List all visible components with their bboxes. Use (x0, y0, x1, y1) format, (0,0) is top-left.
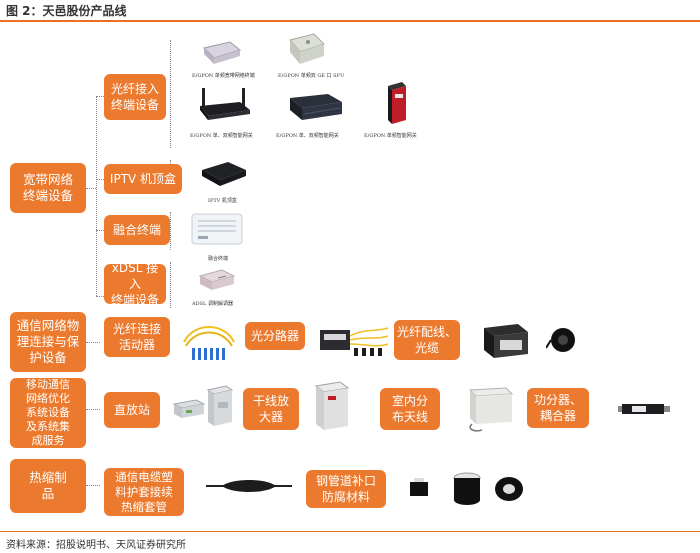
caption-gateway-1: E/GPON 单、双频智能网关 (190, 132, 253, 139)
fusion-terminal-image (188, 210, 246, 250)
gateway-dualband-image-1 (196, 84, 252, 126)
connector (170, 212, 171, 250)
category-mobile-optimization: 移动通信 网络优化 系统设备 及系统集 成服务 (10, 378, 86, 448)
repeater-cabinet-image (204, 384, 236, 428)
sub-steel-pipe-coating: 钢管道补口 防腐材料 (306, 470, 386, 508)
anticorrosion-tape-image (492, 474, 526, 504)
bottom-rule (0, 531, 700, 532)
connector (86, 342, 100, 343)
adsl-modem-image (196, 264, 238, 296)
connector (96, 96, 104, 97)
connector (86, 409, 100, 410)
caption-iptv: IPTV 机顶盒 (208, 197, 237, 204)
connector (86, 188, 96, 189)
sub-fiber-wiring: 光纤配线、 光缆 (394, 320, 460, 360)
power-divider-image (618, 396, 674, 422)
sub-trunk-amplifier: 干线放 大器 (243, 388, 299, 430)
fiber-cable-reel-image (546, 326, 580, 354)
sub-repeater: 直放站 (104, 392, 160, 428)
sub-cable-heat-shrink: 通信电缆塑 料护套接续 热缩套管 (104, 468, 184, 516)
iptv-stb-image (198, 156, 250, 192)
caption-gateway-2: E/GPON 单、双频智能网关 (276, 132, 339, 139)
sub-optical-splitter: 光分路器 (245, 322, 305, 350)
connector (96, 96, 97, 296)
connector (170, 40, 171, 148)
sub-fiber-connector: 光纤连接 活动器 (104, 317, 170, 357)
sub-indoor-antenna: 室内分 布天线 (380, 388, 440, 430)
sub-power-divider: 功分器、 耦合器 (527, 388, 589, 428)
sub-fusion-terminal: 融合终端 (104, 215, 170, 245)
sub-xdsl-terminal: xDSL 接入 终端设备 (104, 264, 166, 304)
repeater-unit-image (170, 396, 206, 422)
gateway-dualband-image-2 (286, 88, 346, 124)
caption-onu-single: E/GPON 单频宽带网络终端 (192, 72, 255, 79)
heat-shrink-sleeve-image (204, 476, 294, 496)
sub-fiber-access-terminal: 光纤接入 终端设备 (104, 74, 166, 120)
pipe-coating-tape-image (404, 476, 434, 504)
caption-sfu: E/GPON 单频双 GE 口 SFU (278, 72, 344, 79)
category-heat-shrink: 热缩制 品 (10, 459, 86, 513)
onu-single-image (200, 34, 242, 68)
indoor-antenna-image (462, 384, 518, 434)
source-note: 资料来源：招股说明书、天风证券研究所 (6, 536, 186, 551)
title-rule (0, 20, 700, 22)
connector (86, 485, 100, 486)
caption-adsl: ADSL 调制解调器 (192, 300, 233, 307)
gateway-single-image (382, 80, 412, 126)
connector (170, 262, 171, 308)
fiber-patch-cord-image (178, 320, 240, 364)
trunk-amplifier-image (312, 380, 352, 432)
anticorrosion-roll-image (450, 470, 484, 506)
sfu-image (284, 30, 328, 68)
caption-fusion: 融合终端 (208, 255, 228, 262)
caption-gateway-3: E/GPON 单频智能网关 (364, 132, 417, 139)
splitter-module-image (316, 322, 392, 358)
connector (96, 296, 104, 297)
category-broadband: 宽带网络 终端设备 (10, 163, 86, 213)
category-comm-physical: 通信网络物 理连接与保 护设备 (10, 312, 86, 372)
figure-title: 图 2：天邑股份产品线 (6, 2, 127, 19)
fiber-closure-image (478, 318, 534, 362)
sub-iptv-stb: IPTV 机顶盒 (104, 164, 182, 194)
connector (96, 179, 104, 180)
connector (96, 230, 104, 231)
